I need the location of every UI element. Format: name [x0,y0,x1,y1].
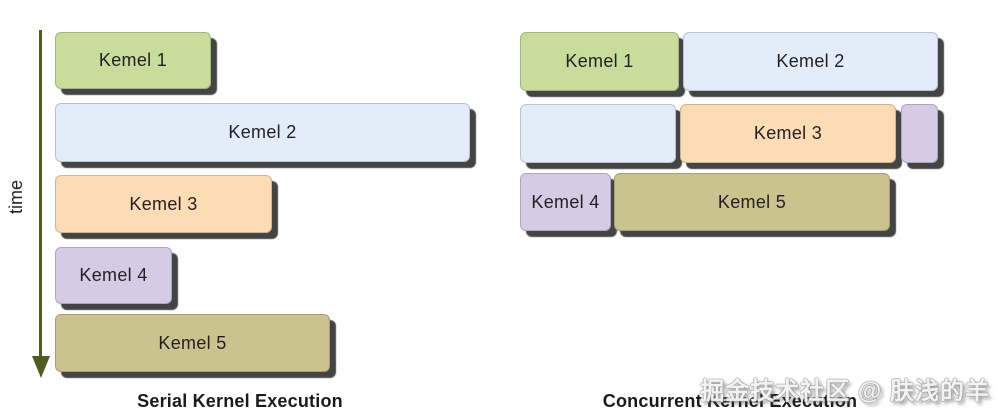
serial-kernel-1-box: Kemel 1 [55,32,211,89]
serial-kernel-3-label: Kemel 3 [129,193,198,214]
serial-kernel-2-label: Kemel 2 [228,122,297,142]
concurrent-kernel-2-continuation-box [520,104,676,163]
concurrent-kernel-3-label: Kemel 3 [753,123,823,143]
concurrent-kernel-1-label: Kemel 1 [565,51,634,71]
concurrent-kernel-4-label: Kemel 4 [531,191,600,212]
time-axis-arrowhead-icon [32,356,50,378]
concurrent-caption: Concurrent Kernel Execution [602,391,858,411]
concurrent-kernel-1-box: Kemel 1 [520,32,679,91]
serial-kernel-1-label: Kemel 1 [98,50,168,70]
serial-kernel-3-box: Kemel 3 [55,175,272,233]
serial-kernel-5-label: Kemel 5 [158,332,227,353]
concurrent-kernel-5-label: Kemel 5 [717,191,787,212]
serial-kernel-4-label: Kemel 4 [79,265,148,285]
concurrent-kernel-3-box: Kemel 3 [680,104,896,163]
concurrent-kernel-4-slice-box [901,104,938,163]
serial-kernel-2-box: Kemel 2 [55,103,470,162]
serial-caption: Serial Kernel Execution [137,391,343,411]
concurrent-kernel-5-box: Kemel 5 [614,173,890,231]
serial-kernel-4-box: Kemel 4 [55,247,172,304]
concurrent-kernel-4-box: Kemel 4 [520,173,611,231]
time-axis-line [39,30,42,358]
concurrent-kernel-2-box: Kemel 2 [683,32,938,91]
serial-kernel-5-box: Kemel 5 [55,314,330,372]
time-axis-label: time [6,180,26,215]
watermark-text: 掘金技术社区 @ 肤浅的羊 [700,378,990,405]
concurrent-kernel-2-label: Kemel 2 [776,51,845,71]
